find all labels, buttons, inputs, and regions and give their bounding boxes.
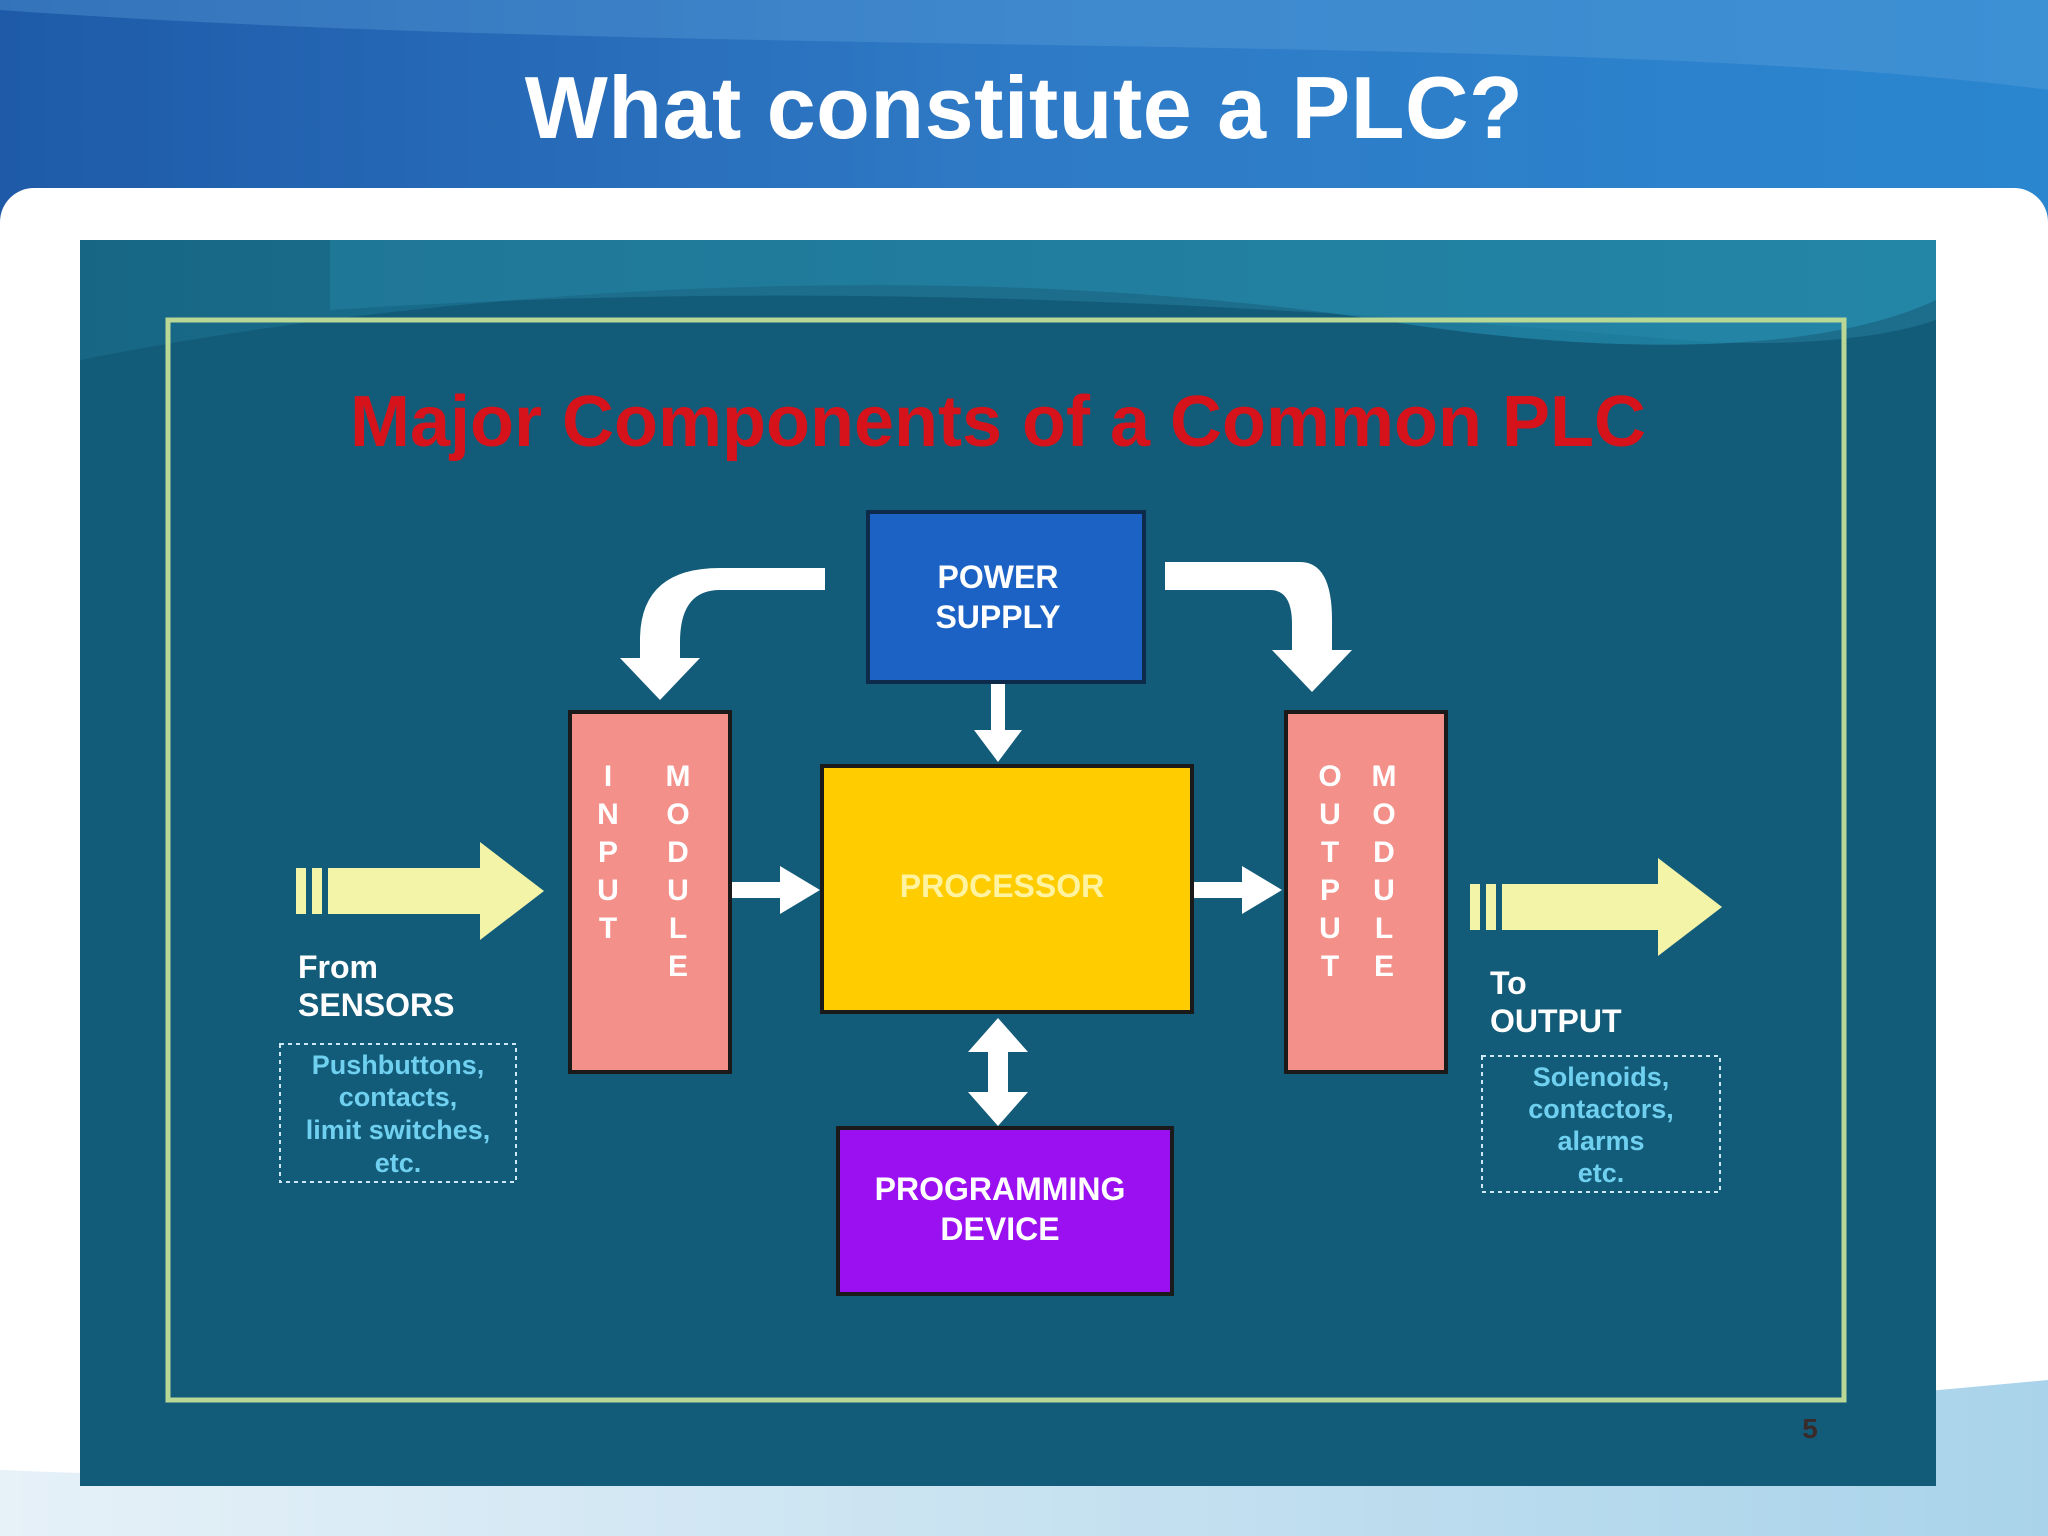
input-module-word1: I N P U T <box>597 760 619 945</box>
from-label-line2: SENSORS <box>298 987 454 1023</box>
input-module-letter: T <box>599 912 617 945</box>
output-module-letter: T <box>1321 836 1339 869</box>
from-label-line1: From <box>298 949 378 985</box>
input-module-letter: M <box>666 760 691 793</box>
arrow-power-to-input <box>620 568 825 700</box>
power-supply-label-line2: SUPPLY <box>935 599 1060 635</box>
arrow-power-to-processor <box>974 684 1022 762</box>
input-module-word2: M O D U L E <box>666 760 691 983</box>
sensors-example-line: limit switches, <box>306 1115 491 1145</box>
page-number: 5 <box>1802 1413 1818 1444</box>
arrow-processor-programming <box>968 1018 1028 1126</box>
output-module-letter: O <box>1372 798 1395 831</box>
outputs-example-line: Solenoids, <box>1533 1062 1670 1092</box>
sensors-example-line: contacts, <box>339 1082 458 1112</box>
processor-box <box>820 764 1194 1014</box>
input-module-letter: D <box>667 836 689 869</box>
diagram-frame <box>165 317 1847 1403</box>
output-arrow <box>1470 858 1722 956</box>
input-module-letter: O <box>666 798 689 831</box>
sensor-input-arrow <box>296 842 544 940</box>
power-supply-label-line1: POWER <box>938 559 1059 595</box>
output-module-word1: O U T P U T <box>1318 760 1341 983</box>
output-module-letter: T <box>1321 950 1339 983</box>
input-module-letter: E <box>668 950 688 983</box>
output-module-letter: M <box>1372 760 1397 793</box>
plc-components-diagram: Major Components of a Common PLC POWER S… <box>80 240 1936 1486</box>
slide-title: What constitute a PLC? <box>524 58 1524 157</box>
arrow-input-to-processor <box>732 866 820 914</box>
programming-device-label-line1: PROGRAMMING <box>875 1171 1126 1207</box>
output-module-box <box>1284 710 1448 1074</box>
outputs-example-line: alarms <box>1557 1126 1644 1156</box>
to-label-line1: To <box>1490 965 1527 1001</box>
input-module-letter: U <box>667 874 689 907</box>
sensors-example-line: Pushbuttons, <box>312 1050 484 1080</box>
power-supply-box <box>866 510 1146 684</box>
arrow-power-to-output <box>1165 562 1352 692</box>
output-module-letter: U <box>1319 912 1341 945</box>
input-module-letter: L <box>669 912 687 945</box>
output-module-letter: D <box>1373 836 1395 869</box>
output-module-letter: U <box>1319 798 1341 831</box>
input-module-box <box>568 710 732 1074</box>
programming-device-box <box>836 1126 1174 1296</box>
arrow-processor-to-output <box>1194 866 1282 914</box>
outputs-examples-box <box>1481 1055 1721 1193</box>
input-module-letter: N <box>597 798 619 831</box>
outputs-example-line: etc. <box>1578 1158 1625 1188</box>
output-module-letter: P <box>1320 874 1340 907</box>
sensors-example-line: etc. <box>375 1148 422 1178</box>
input-module-letter: I <box>604 760 612 793</box>
processor-label: PROCESSOR <box>900 868 1104 904</box>
output-module-letter: L <box>1375 912 1393 945</box>
diagram-heading: Major Components of a Common PLC <box>350 382 1646 462</box>
sensors-examples-box <box>279 1043 517 1183</box>
outputs-example-line: contactors, <box>1528 1094 1674 1124</box>
programming-device-label-line2: DEVICE <box>940 1211 1059 1247</box>
output-module-letter: U <box>1373 874 1395 907</box>
panel-wave <box>80 240 1936 360</box>
to-label-line2: OUTPUT <box>1490 1003 1622 1039</box>
input-module-letter: U <box>597 874 619 907</box>
output-module-letter: E <box>1374 950 1394 983</box>
panel-wave-2 <box>330 240 1936 344</box>
output-module-letter: O <box>1318 760 1341 793</box>
input-module-letter: P <box>598 836 618 869</box>
output-module-word2: M O D U L E <box>1372 760 1397 983</box>
